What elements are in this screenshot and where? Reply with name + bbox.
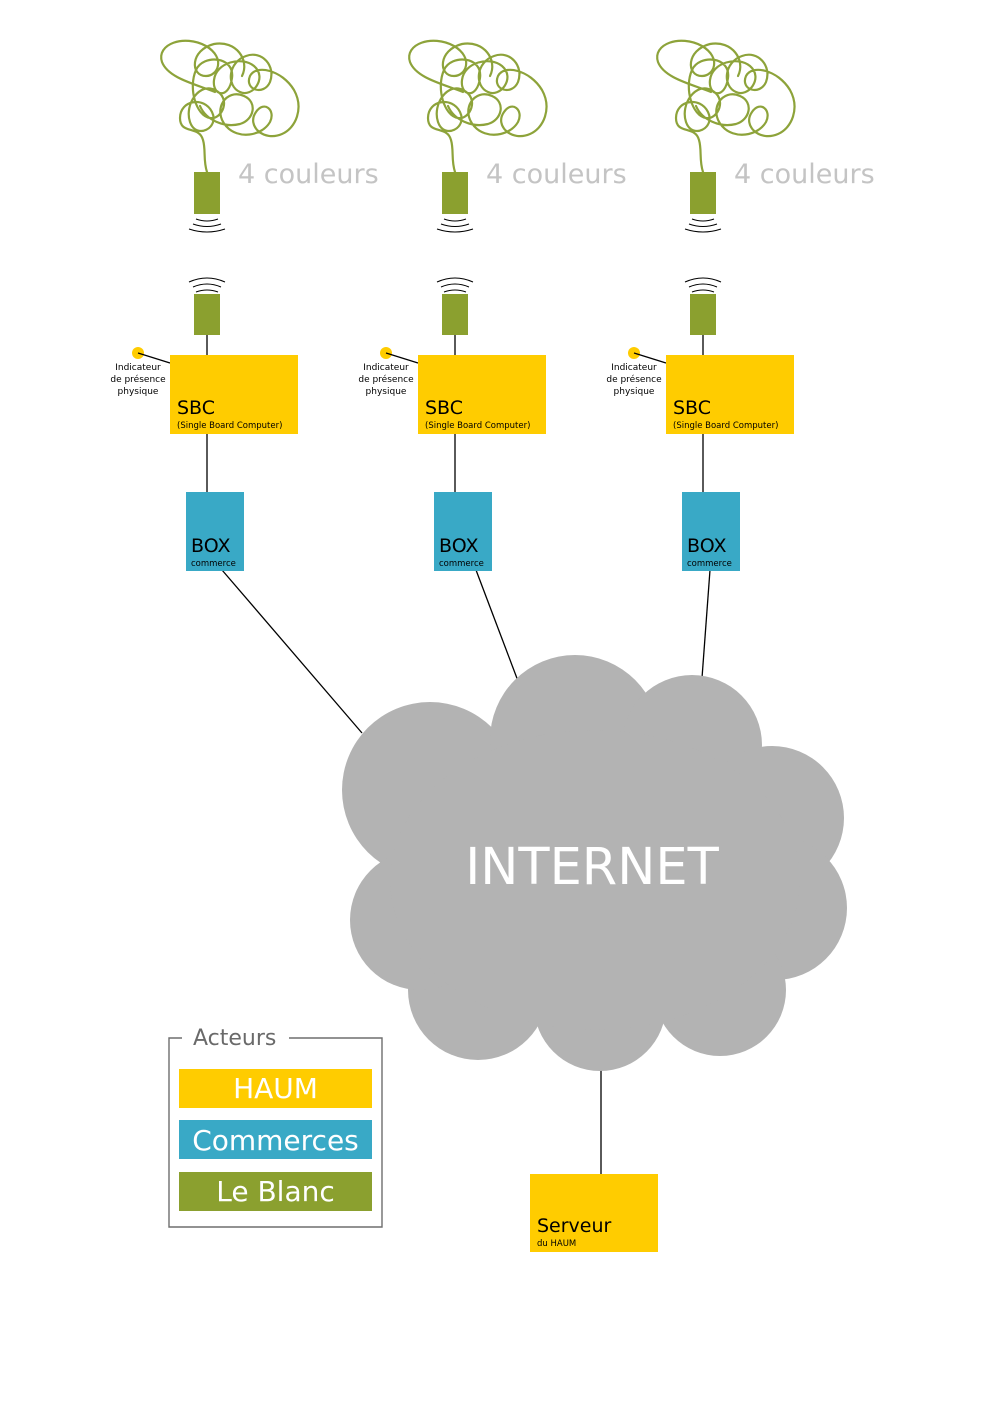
box-commerce (186, 492, 244, 571)
box-sublabel: commerce (687, 559, 732, 569)
box-label: BOX (687, 535, 726, 557)
legend: Acteurs HAUM Commerces Le Blanc (168, 1026, 383, 1228)
box-commerce (434, 492, 492, 571)
sbc-label: SBC (673, 397, 711, 419)
unit-1: 4 couleurs Indicateur de présence physiq… (110, 39, 379, 571)
box-commerce (682, 492, 740, 571)
indicator-label-line3: physique (614, 387, 655, 397)
unit-2: 4 couleurs Indicateur de présence physiq… (358, 39, 627, 571)
server-box (530, 1174, 658, 1252)
link-indicator-sbc (385, 352, 419, 364)
legend-item-le-blanc: Le Blanc (216, 1175, 335, 1208)
internet-label: INTERNET (465, 838, 719, 897)
legend-swatch-le-blanc (179, 1172, 372, 1211)
led-module (194, 172, 220, 214)
legend-title: Acteurs (193, 1026, 276, 1051)
indicator-label-line2: de présence (606, 374, 662, 385)
receiver-module (690, 294, 716, 335)
receiver-module (194, 294, 220, 335)
legend-frame (168, 1037, 383, 1228)
box-sublabel: commerce (439, 559, 484, 569)
internet-cloud: INTERNET (342, 655, 847, 1071)
led-module (690, 172, 716, 214)
legend-item-haum: HAUM (233, 1072, 318, 1105)
sbc-box (170, 355, 298, 434)
box-sublabel: commerce (191, 559, 236, 569)
sbc-sublabel: (Single Board Computer) (425, 421, 530, 431)
wireless-emit-icon (684, 218, 722, 233)
colors-label: 4 couleurs (734, 159, 875, 190)
server-label: Serveur (537, 1215, 612, 1237)
sbc-sublabel: (Single Board Computer) (673, 421, 778, 431)
link-box-2-internet (475, 569, 519, 682)
wireless-receive-icon (436, 277, 474, 293)
legend-swatch-haum (179, 1069, 372, 1108)
link-box-1-internet (221, 569, 363, 734)
light-garland-icon (408, 39, 548, 174)
sbc-box (418, 355, 546, 434)
sbc-label: SBC (425, 397, 463, 419)
wireless-receive-icon (188, 277, 226, 293)
haum-server: Serveur du HAUM (530, 1174, 658, 1252)
colors-label: 4 couleurs (486, 159, 627, 190)
indicator-label-line2: de présence (110, 374, 166, 385)
link-box-3-internet (701, 569, 711, 679)
link-indicator-sbc (633, 352, 667, 364)
light-garland-icon (160, 39, 300, 174)
box-label: BOX (439, 535, 478, 557)
link-indicator-sbc (137, 352, 171, 364)
sbc-sublabel: (Single Board Computer) (177, 421, 282, 431)
led-module (442, 172, 468, 214)
wireless-receive-icon (684, 277, 722, 293)
wireless-emit-icon (436, 218, 474, 233)
legend-swatch-commerces (179, 1120, 372, 1159)
sbc-box (666, 355, 794, 434)
server-sublabel: du HAUM (537, 1239, 576, 1249)
unit-3: 4 couleurs Indicateur de présence physiq… (606, 39, 875, 571)
light-garland-icon (656, 39, 796, 174)
sbc-label: SBC (177, 397, 215, 419)
indicator-label-line1: Indicateur (611, 363, 657, 373)
box-label: BOX (191, 535, 230, 557)
receiver-module (442, 294, 468, 335)
indicator-label-line3: physique (366, 387, 407, 397)
indicator-label-line1: Indicateur (363, 363, 409, 373)
indicator-label-line3: physique (118, 387, 159, 397)
wireless-emit-icon (188, 218, 226, 233)
legend-item-commerces: Commerces (192, 1124, 359, 1157)
indicator-label-line2: de présence (358, 374, 414, 385)
network-links (221, 569, 711, 1174)
colors-label: 4 couleurs (238, 159, 379, 190)
indicator-label-line1: Indicateur (115, 363, 161, 373)
